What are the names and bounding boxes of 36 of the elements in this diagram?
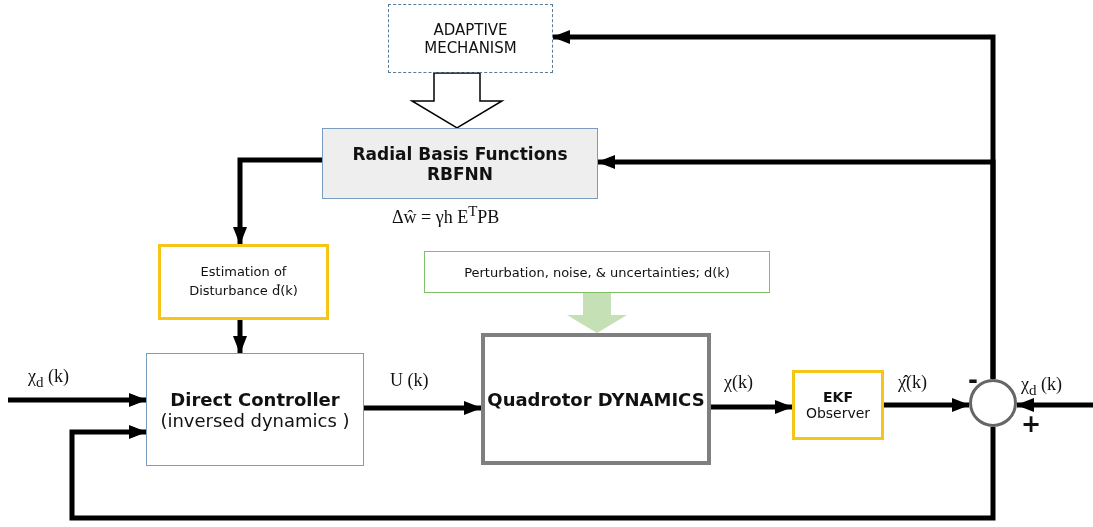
- update-law-formula: Δŵ = γh E$^{T}$PB: [392, 203, 500, 228]
- process-box: [146, 353, 364, 466]
- highlight-box: [158, 244, 329, 320]
- node-subtitle: Observer: [805, 405, 871, 421]
- node-title: ADAPTIVE MECHANISM: [423, 20, 518, 57]
- arrow: [233, 320, 247, 354]
- signal-label: χ̂(k): [898, 372, 927, 393]
- arrow: [884, 398, 970, 412]
- process-box: [388, 4, 553, 73]
- sign-label: -: [968, 366, 978, 394]
- arrow: [1016, 398, 1093, 412]
- signal-label: χ$_{d}$ (k): [28, 366, 69, 391]
- plant-box: [481, 333, 711, 465]
- node-title: Radial Basis Functions RBFNN: [351, 143, 569, 184]
- node-title: EKF: [823, 389, 853, 405]
- highlight-box: [792, 370, 884, 440]
- node-title: Direct Controller: [170, 388, 340, 410]
- signal-label: χ$_{d}$ (k): [1021, 374, 1062, 399]
- block-arrow: [409, 72, 505, 129]
- summing-junction-circle: [969, 379, 1017, 427]
- node-title: Perturbation, noise, & uncertainties; d(k): [464, 264, 730, 280]
- node-title: Quadrotor DYNAMICS: [487, 388, 705, 410]
- block-arrow: [567, 293, 627, 333]
- arrow: [233, 157, 322, 245]
- process-box: [424, 251, 770, 293]
- signal-label: U (k): [390, 370, 429, 391]
- process-box: [322, 128, 598, 199]
- arrow: [69, 425, 996, 521]
- node-subtitle: (inversed dynamics ): [160, 409, 350, 431]
- arrow: [597, 155, 996, 379]
- node-title: Estimation of Disturbance d̂(k): [188, 263, 299, 300]
- arrow: [364, 401, 482, 415]
- arrow: [8, 393, 147, 407]
- signal-label: χ(k): [724, 372, 753, 393]
- sign-label: +: [1021, 410, 1042, 438]
- arrow: [711, 400, 793, 414]
